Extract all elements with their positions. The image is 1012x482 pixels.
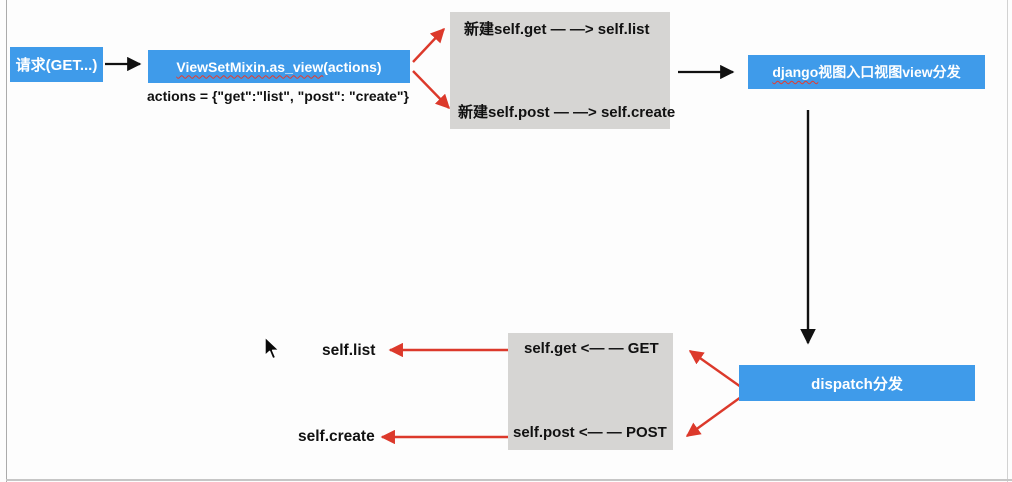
frame-border-right [1007,0,1008,482]
node-viewset-asview: ViewSetMixin.as_view(actions) [148,50,410,83]
label-self-create: self.create [298,428,375,445]
group-bottom-line1: self.get <— — GET [524,340,659,357]
mouse-cursor-icon [264,336,280,360]
node-django-label-underlined: django [772,64,819,80]
group-bottom-line2: self.post <— — POST [513,424,667,441]
node-request: 请求(GET...) [10,47,103,82]
arrow-dispatch-to-post [685,396,742,437]
label-self-list: self.list [322,342,376,359]
group-box-dispatch-methods: self.get <— — GET self.post <— — POST [508,333,673,450]
arrow-dispatch-to-get [688,350,742,388]
arrow-viewset-to-selfget [412,27,445,63]
node-dispatch-label: dispatch分发 [811,375,903,393]
frame-border-bottom [6,479,1012,481]
node-viewset-label-rest: (actions) [323,58,382,75]
actions-mapping-annotation: actions = {"get":"list", "post": "create… [147,88,409,104]
group-top-line2: 新建self.post — —> self.create [458,104,676,121]
node-dispatch: dispatch分发 [739,365,975,401]
group-top-line1: 新建self.get — —> self.list [464,21,650,38]
node-django-label-rest: 视图入口视图view分发 [818,64,961,80]
frame-border-left [6,0,7,482]
group-box-new-methods: 新建self.get — —> self.list 新建self.post — … [450,12,676,129]
node-request-label: 请求(GET...) [15,57,98,74]
node-viewset-label-underlined: ViewSetMixin.as_view [176,58,324,75]
